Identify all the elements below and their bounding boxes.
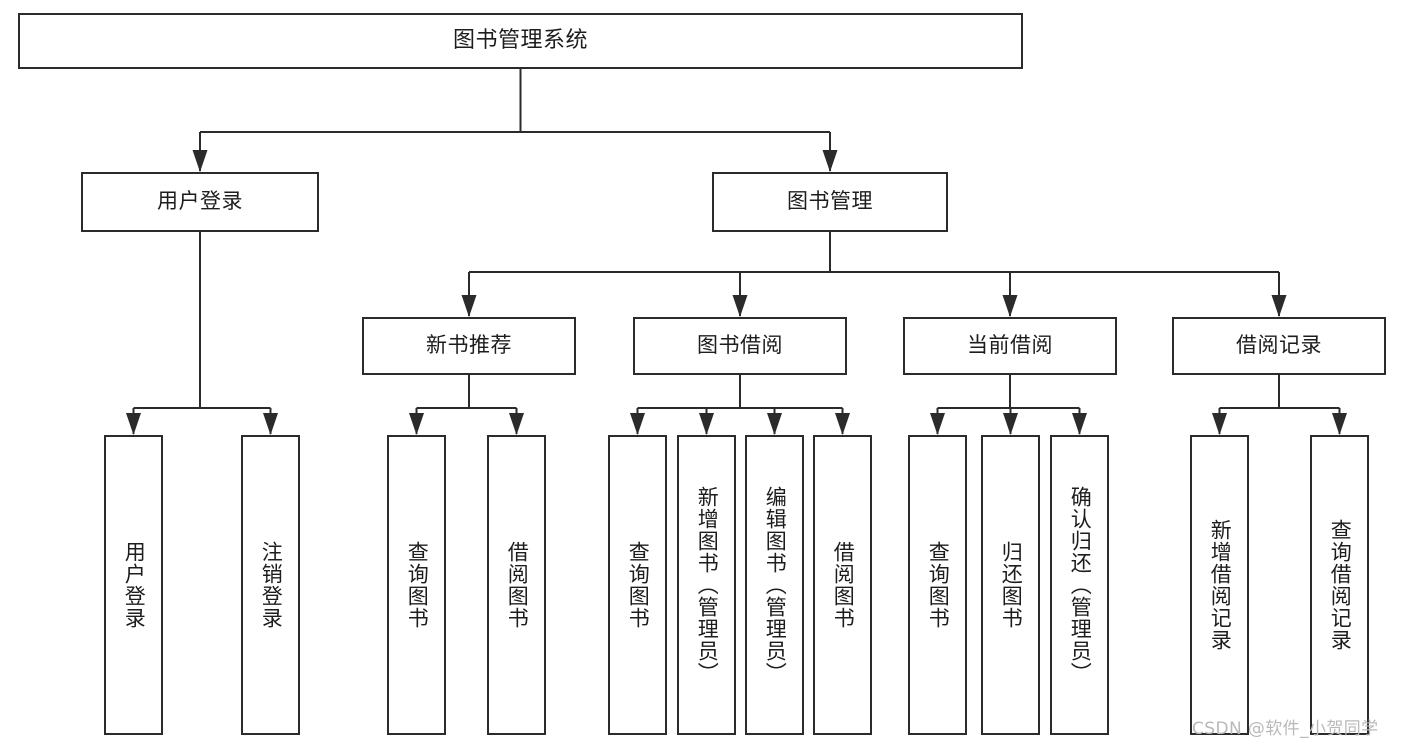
node-label: 图书借阅 <box>697 333 783 358</box>
arrowhead <box>461 295 477 317</box>
node-label: 确认归还（管理员） <box>1068 486 1093 684</box>
node-borrow-record[interactable]: 借阅记录 <box>1172 317 1386 375</box>
node-leaf-query-book-3[interactable]: 查询图书 <box>908 435 967 735</box>
node-leaf-borrow-book-2[interactable]: 借阅图书 <box>813 435 872 735</box>
arrowhead <box>835 413 850 435</box>
arrowhead <box>822 150 838 172</box>
csdn-watermark: CSDN @软件_小贺同学 <box>1192 719 1379 739</box>
node-leaf-add-record[interactable]: 新增借阅记录 <box>1190 435 1249 735</box>
node-label: 用户登录 <box>157 189 243 214</box>
node-leaf-add-book[interactable]: 新增图书（管理员） <box>677 435 736 735</box>
node-leaf-logout[interactable]: 注销登录 <box>241 435 300 735</box>
arrowhead <box>192 150 208 172</box>
arrowhead <box>732 295 748 317</box>
node-book-borrow[interactable]: 图书借阅 <box>633 317 847 375</box>
node-label: 查询图书 <box>926 541 951 629</box>
node-user-login[interactable]: 用户登录 <box>81 172 319 232</box>
node-leaf-user-login[interactable]: 用户登录 <box>104 435 163 735</box>
arrowhead <box>767 413 782 435</box>
node-leaf-return-book[interactable]: 归还图书 <box>981 435 1040 735</box>
arrowhead <box>1212 413 1227 435</box>
node-label: 新增图书（管理员） <box>695 486 720 684</box>
node-leaf-edit-book[interactable]: 编辑图书（管理员） <box>745 435 804 735</box>
arrowhead <box>126 413 141 435</box>
arrowhead <box>630 413 645 435</box>
node-label: 借阅图书 <box>505 541 530 629</box>
node-leaf-query-book-1[interactable]: 查询图书 <box>387 435 446 735</box>
node-new-book-rec[interactable]: 新书推荐 <box>362 317 576 375</box>
node-label: 图书管理 <box>787 189 873 214</box>
node-current-borrow[interactable]: 当前借阅 <box>903 317 1117 375</box>
node-label: 借阅记录 <box>1236 333 1322 358</box>
node-label: 新增借阅记录 <box>1208 519 1233 651</box>
node-leaf-query-book-2[interactable]: 查询图书 <box>608 435 667 735</box>
node-root[interactable]: 图书管理系统 <box>18 13 1023 69</box>
node-label: 编辑图书（管理员） <box>763 486 788 684</box>
node-label: 用户登录 <box>122 541 147 629</box>
node-label: 归还图书 <box>999 541 1024 629</box>
arrowhead <box>509 413 524 435</box>
arrowhead <box>409 413 424 435</box>
arrowhead <box>1072 413 1087 435</box>
arrowhead <box>1332 413 1347 435</box>
node-label: 注销登录 <box>259 541 284 629</box>
arrowhead <box>699 413 714 435</box>
node-label: 图书管理系统 <box>452 27 588 53</box>
arrowhead <box>1271 295 1287 317</box>
node-leaf-borrow-book-1[interactable]: 借阅图书 <box>487 435 546 735</box>
node-label: 当前借阅 <box>967 333 1053 358</box>
arrowhead <box>1003 413 1018 435</box>
node-label: 查询图书 <box>405 541 430 629</box>
node-leaf-query-record[interactable]: 查询借阅记录 <box>1310 435 1369 735</box>
node-book-manage[interactable]: 图书管理 <box>712 172 948 232</box>
node-label: 新书推荐 <box>426 333 512 358</box>
node-leaf-confirm-return[interactable]: 确认归还（管理员） <box>1050 435 1109 735</box>
node-label: 借阅图书 <box>831 541 856 629</box>
node-label: 查询图书 <box>626 541 651 629</box>
arrowhead <box>263 413 278 435</box>
node-label: 查询借阅记录 <box>1328 519 1353 651</box>
arrowhead <box>1002 295 1018 317</box>
arrowhead <box>930 413 945 435</box>
